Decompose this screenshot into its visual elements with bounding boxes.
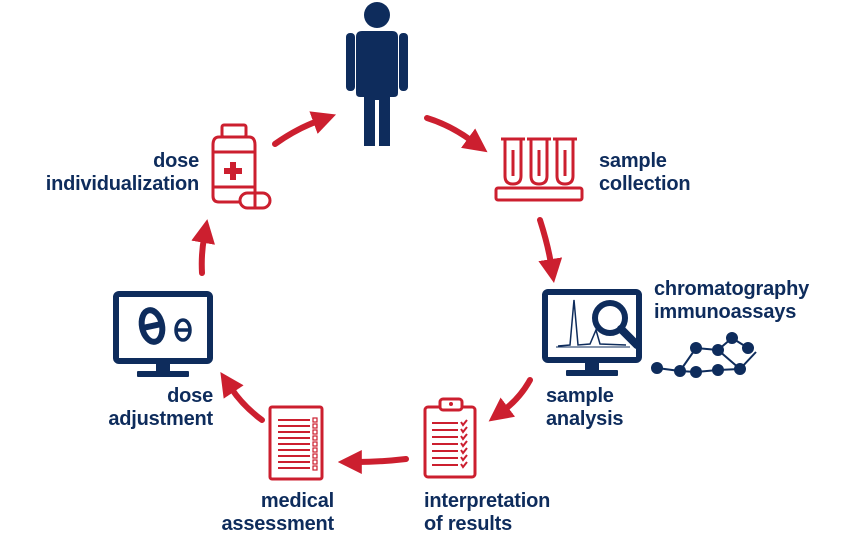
dose-adjustment-label: dose adjustment — [108, 385, 213, 430]
report-document-icon — [268, 405, 324, 481]
arrow-analysis-to-interpretation — [488, 377, 533, 422]
test-tubes-icon — [494, 137, 584, 202]
medical-assessment-label: medical assessment — [221, 490, 334, 535]
interpretation-label: interpretation of results — [424, 490, 551, 535]
dose-individualization-label: dose individualization — [45, 150, 199, 195]
arrow-interpretation-to-assessment — [337, 449, 409, 474]
arrow-collection-to-analysis — [537, 217, 563, 283]
molecule-icon — [651, 332, 757, 378]
arrow-person-to-collection — [424, 115, 488, 153]
monitor-theta-icon — [113, 291, 213, 377]
sample-analysis-label: sample analysis — [546, 385, 624, 430]
method-label: chromatography immunoassays — [654, 278, 810, 323]
arrow-individualization-to-person — [272, 111, 337, 147]
medicine-bottle-pill-icon — [211, 123, 272, 210]
sample-collection-label: sample collection — [599, 150, 691, 195]
clipboard-checklist-icon — [423, 397, 477, 479]
person-icon — [346, 2, 408, 146]
cycle-arrows — [191, 111, 563, 474]
arrow-adjustment-to-individualization — [191, 219, 215, 276]
arrow-assessment-to-adjustment — [220, 372, 265, 423]
monitor-magnifier-chromatogram-icon — [542, 289, 642, 376]
